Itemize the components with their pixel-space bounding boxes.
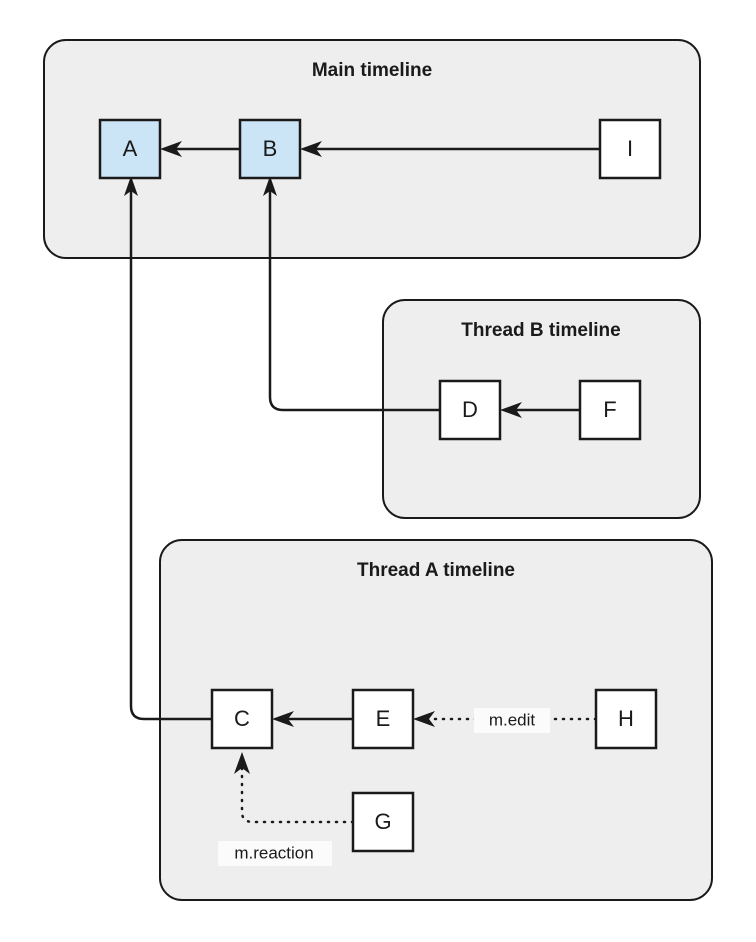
node-h-rect[interactable]	[594, 688, 658, 750]
node-b-label: B	[263, 136, 278, 161]
node-e-label: E	[376, 706, 391, 731]
node-b-rect[interactable]	[238, 118, 302, 180]
node-e-rect[interactable]	[351, 688, 415, 750]
node-e[interactable]: E	[351, 688, 415, 750]
node-a-label: A	[123, 136, 138, 161]
node-i-label: I	[627, 136, 633, 161]
node-f-rect[interactable]	[578, 379, 642, 441]
edge-g-to-c-arrowhead	[234, 752, 250, 774]
edge-d-to-b-line	[268, 190, 440, 412]
edge-g-to-c	[234, 752, 355, 824]
node-g-label: G	[374, 809, 391, 834]
edge-label-m-edit-text: m.edit	[489, 710, 536, 729]
node-a[interactable]: A	[98, 118, 162, 180]
edge-d-to-b	[263, 176, 440, 412]
edge-label-m-edit: m.edit	[474, 708, 550, 733]
node-a-rect[interactable]	[98, 118, 162, 180]
edge-label-m-reaction-bg	[218, 841, 332, 866]
node-d-rect[interactable]	[438, 379, 502, 441]
node-d[interactable]: D	[438, 379, 502, 441]
node-f-label: F	[603, 397, 616, 422]
edge-b-to-a	[160, 141, 240, 157]
panel-thread-a-timeline-title: Thread A timeline	[357, 560, 515, 581]
node-c[interactable]: C	[210, 688, 274, 750]
edge-d-to-b-arrowhead	[263, 176, 277, 196]
edge-h-to-e	[413, 711, 598, 727]
node-g-rect[interactable]	[351, 791, 415, 853]
edge-c-to-a	[124, 176, 212, 721]
panel-main-timeline-title: Main timeline	[312, 60, 432, 81]
node-c-rect[interactable]	[210, 688, 274, 750]
edge-i-to-b-arrowhead	[300, 141, 322, 157]
edge-f-to-d-arrowhead	[500, 402, 522, 418]
node-i[interactable]: I	[598, 118, 662, 180]
edge-label-m-reaction: m.reaction	[218, 841, 332, 866]
edge-e-to-c	[272, 711, 353, 727]
edge-f-to-d	[500, 402, 580, 418]
edge-label-m-edit-bg	[474, 708, 550, 733]
node-f[interactable]: F	[578, 379, 642, 441]
node-i-rect[interactable]	[598, 118, 662, 180]
edge-e-to-c-arrowhead	[272, 711, 294, 727]
node-g[interactable]: G	[351, 791, 415, 853]
panel-thread-b-timeline-title: Thread B timeline	[461, 320, 620, 341]
node-h[interactable]: H	[594, 688, 658, 750]
node-b[interactable]: B	[238, 118, 302, 180]
edge-h-to-e-arrowhead	[413, 711, 435, 727]
node-c-label: C	[234, 706, 250, 731]
edge-c-to-a-arrowhead	[124, 176, 138, 196]
edge-b-to-a-arrowhead	[160, 141, 182, 157]
node-h-label: H	[618, 706, 634, 731]
edge-c-to-a-line	[129, 190, 212, 721]
edge-label-m-reaction-text: m.reaction	[234, 843, 313, 862]
node-d-label: D	[462, 397, 478, 422]
edge-i-to-b	[300, 141, 600, 157]
